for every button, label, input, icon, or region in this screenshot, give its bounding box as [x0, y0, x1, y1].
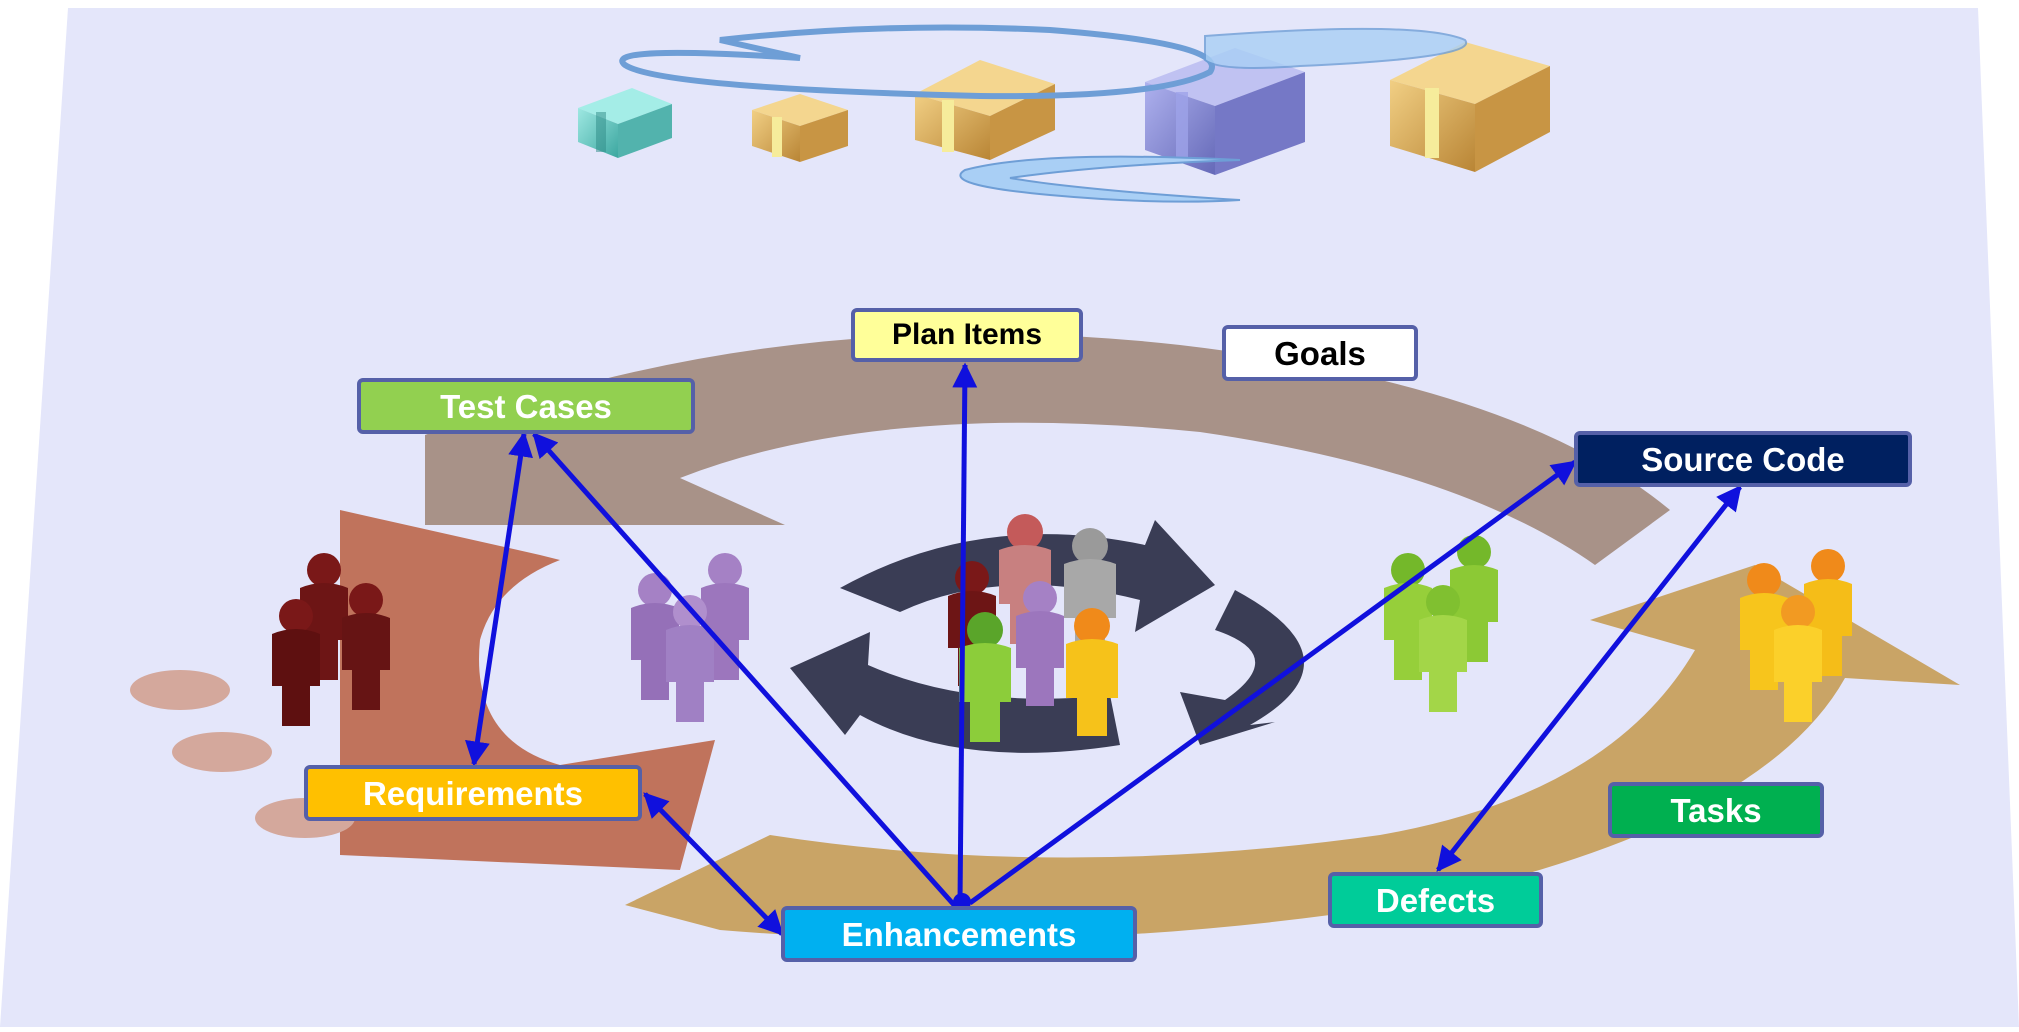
package-teal-icon	[578, 88, 672, 158]
link-arrows	[465, 362, 1742, 936]
defects-label: Defects	[1328, 872, 1543, 928]
package-tan-large-icon	[1390, 42, 1550, 172]
trail-dot-1	[130, 670, 230, 710]
link-test-cases-enhancements	[532, 432, 957, 908]
package-swoosh	[619, 24, 1468, 203]
link-test-cases-requirements	[465, 431, 533, 767]
people-yellow-icon	[1740, 549, 1852, 722]
people-maroon-icon	[272, 553, 390, 726]
enhancements-label: Enhancements	[781, 906, 1137, 962]
plan-items-label: Plan Items	[851, 308, 1083, 362]
package-tan-small-icon	[752, 94, 848, 162]
trail-dot-2	[172, 732, 272, 772]
link-requirements-enhancements	[643, 792, 784, 936]
package-tan-icon	[915, 60, 1055, 160]
source-code-label: Source Code	[1574, 431, 1912, 487]
tasks-label: Tasks	[1608, 782, 1824, 838]
people-mixed-center-icon	[948, 514, 1118, 742]
goals-label: Goals	[1222, 325, 1418, 381]
test-cases-label: Test Cases	[357, 378, 695, 434]
cycle-arrow-top	[425, 333, 1670, 565]
link-source-code-defects	[1436, 485, 1742, 872]
requirements-label: Requirements	[304, 765, 642, 821]
link-plan-items-enhancements	[952, 362, 978, 904]
